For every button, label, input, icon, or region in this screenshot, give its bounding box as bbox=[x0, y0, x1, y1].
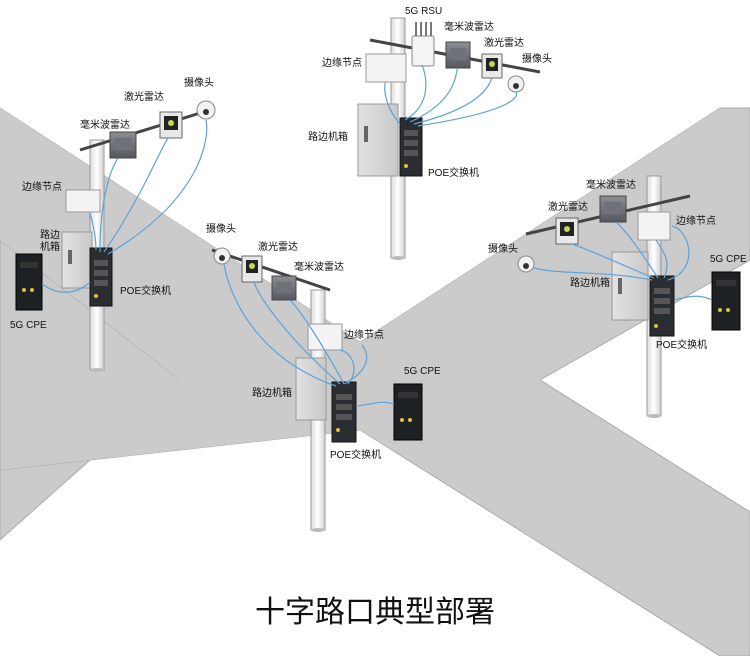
label-edge-node: 边缘节点 bbox=[344, 328, 384, 341]
label-mmwave: 毫米波雷达 bbox=[444, 20, 494, 33]
label-lidar: 激光雷达 bbox=[124, 90, 164, 103]
roadside-cabinet bbox=[295, 357, 327, 421]
dome-camera bbox=[213, 247, 231, 265]
5g-cpe bbox=[711, 271, 741, 331]
label-cabinet: 路边机箱 bbox=[252, 386, 292, 399]
poe-switch bbox=[399, 117, 423, 177]
label-poe: POE交换机 bbox=[120, 284, 171, 297]
label-cpe: 5G CPE bbox=[404, 366, 441, 377]
label-poe: POE交换机 bbox=[428, 166, 479, 179]
roadside-cabinet bbox=[61, 231, 93, 289]
label-edge-node: 边缘节点 bbox=[676, 214, 716, 227]
dome-camera bbox=[507, 75, 525, 93]
label-edge-node: 边缘节点 bbox=[322, 56, 362, 69]
mmwave-radar bbox=[445, 41, 471, 69]
lidar bbox=[555, 217, 579, 245]
label-camera: 摄像头 bbox=[488, 242, 518, 255]
label-rsu: 5G RSU bbox=[405, 6, 442, 17]
label-camera: 摄像头 bbox=[184, 76, 214, 89]
rsu-device bbox=[411, 22, 435, 67]
label-cpe: 5G CPE bbox=[10, 320, 47, 331]
poe-switch bbox=[649, 275, 675, 337]
lidar bbox=[159, 111, 183, 139]
label-mmwave: 毫米波雷达 bbox=[586, 178, 636, 191]
mmwave-radar bbox=[271, 275, 297, 301]
label-poe: POE交换机 bbox=[330, 448, 381, 461]
label-edge-node: 边缘节点 bbox=[22, 180, 62, 193]
mmwave-radar bbox=[599, 195, 627, 223]
5g-cpe bbox=[393, 383, 423, 441]
edge-node bbox=[307, 323, 343, 351]
poe-switch bbox=[331, 381, 357, 443]
label-poe: POE交换机 bbox=[656, 338, 707, 351]
lidar bbox=[481, 53, 503, 79]
cluster-left: 毫米波雷达 激光雷达 摄像头 边缘节点 路边 机箱 POE交换机 5G CPE bbox=[10, 76, 216, 372]
label-cpe: 5G CPE bbox=[710, 254, 747, 265]
diagram-title: 十字路口典型部署 bbox=[255, 595, 495, 630]
label-mmwave: 毫米波雷达 bbox=[294, 260, 344, 273]
edge-node bbox=[637, 211, 671, 241]
cluster-center: 摄像头 激光雷达 毫米波雷达 边缘节点 路边机箱 POE交换机 5G CPE bbox=[206, 222, 441, 532]
label-mmwave: 毫米波雷达 bbox=[80, 118, 130, 131]
label-lidar: 激光雷达 bbox=[548, 200, 588, 213]
edge-node bbox=[65, 189, 101, 213]
poe-switch bbox=[89, 247, 113, 307]
cluster-top: 5G RSU 毫米波雷达 激光雷达 摄像头 边缘节点 路边机箱 POE交换机 bbox=[308, 6, 552, 260]
label-camera: 摄像头 bbox=[522, 52, 552, 65]
label-cabinet-1: 路边 bbox=[40, 228, 60, 241]
lidar bbox=[241, 255, 263, 283]
label-camera: 摄像头 bbox=[206, 222, 236, 235]
dome-camera bbox=[517, 255, 535, 273]
dome-camera bbox=[196, 100, 216, 120]
cluster-right: 毫米波雷达 激光雷达 摄像头 边缘节点 路边机箱 POE交换机 5G CPE bbox=[488, 175, 747, 418]
edge-node bbox=[365, 53, 407, 83]
5g-cpe bbox=[15, 253, 43, 311]
label-cabinet: 路边机箱 bbox=[308, 130, 348, 143]
label-cabinet-2: 机箱 bbox=[40, 240, 60, 253]
mmwave-radar bbox=[109, 131, 137, 159]
road-fill bbox=[0, 108, 720, 650]
label-lidar: 激光雷达 bbox=[258, 240, 298, 253]
label-cabinet: 路边机箱 bbox=[570, 276, 610, 289]
label-lidar: 激光雷达 bbox=[484, 36, 524, 49]
